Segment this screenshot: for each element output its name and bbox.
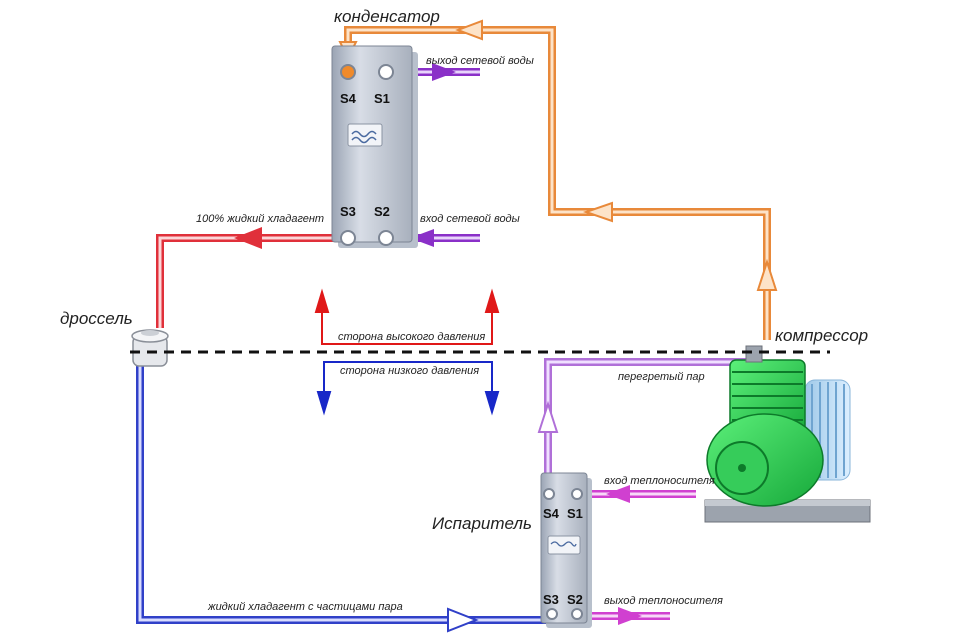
arrow-coolant-out [618,607,642,625]
arrow-suction-up [537,400,559,433]
evaporator-label-s2: S2 [567,592,583,607]
coolant-out-label: выход теплоносителя [604,595,723,607]
arrow-hot-gas-top [455,19,483,41]
condenser-title: конденсатор [334,7,440,26]
condenser-port-s1 [378,64,394,80]
condenser-port-s3 [340,230,356,246]
arrow-hot-gas-up [756,258,778,291]
compressor-title: компрессор [775,326,868,345]
high-pressure-liquid-line [156,234,350,328]
condenser-port-s2 [378,230,394,246]
condenser: S4 S1 S3 S2 [331,45,418,248]
evaporator-port-s3 [546,608,558,620]
arrow-water-out [432,63,456,81]
evaporator-title: Испаритель [432,514,532,533]
throttle-title: дроссель [60,309,133,328]
evaporator-port-s4 [543,488,555,500]
low-side-label: сторона низкого давления [340,365,479,377]
liquid-with-vapor-label: жидкий хладагент с частицами пара [207,601,403,613]
arrow-liquid-right [447,607,479,633]
evaporator-label-s3: S3 [543,592,559,607]
low-pressure-bracket [316,361,500,416]
evaporator-label-s1: S1 [567,506,583,521]
evaporator-port-s1 [571,488,583,500]
condenser-port-s4 [340,64,356,80]
arrow-liquid-left [234,227,262,249]
compressor-icon [704,345,871,523]
arrow-coolant-in [606,485,630,503]
condenser-label-s3: S3 [340,204,356,219]
evaporator: S4 S1 S3 S2 [540,472,592,628]
arrow-hot-gas-left [582,201,613,223]
evaporator-label-s4: S4 [543,506,560,521]
throttle-valve-icon [131,329,169,367]
condenser-label-s2: S2 [374,204,390,219]
condenser-label-s1: S1 [374,91,390,106]
high-side-label: сторона высокого давления [338,331,485,343]
flow-arrows [234,19,778,633]
liquid-100-label: 100% жидкий хладагент [196,213,324,225]
net-water-in-label: вход сетевой воды [420,213,520,225]
condenser-label-s4: S4 [340,91,357,106]
coolant-in-label: вход теплоносителя [604,475,715,487]
arrow-water-in [410,229,434,247]
high-pressure-bracket [314,288,500,345]
hot-gas-line [344,26,771,340]
superheated-vapor-label: перегретый пар [618,371,705,383]
evaporator-port-s2 [571,608,583,620]
net-water-out-label: выход сетевой воды [426,55,534,67]
